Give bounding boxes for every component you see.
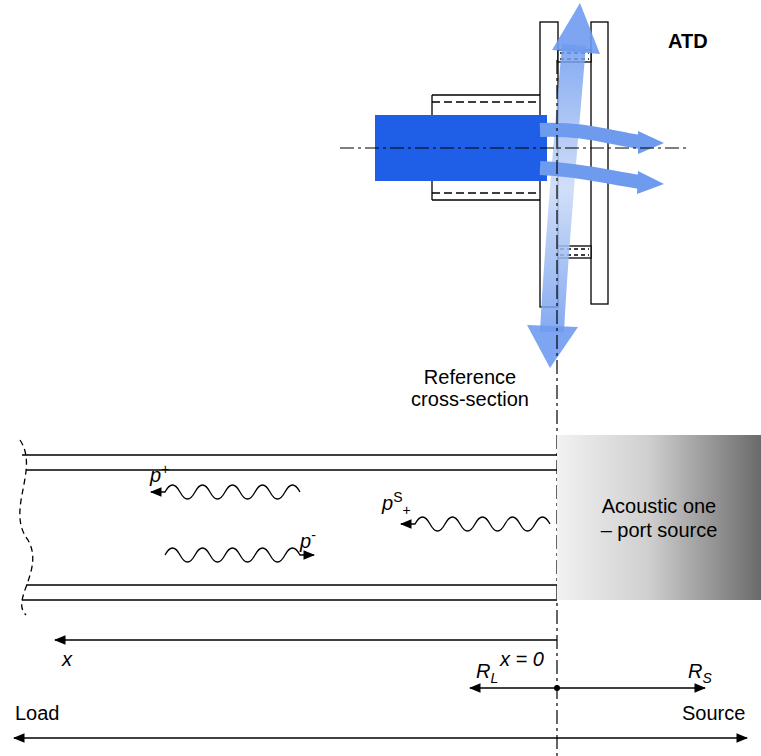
origin-label: x = 0 — [500, 648, 544, 670]
reflection-label: RL — [476, 660, 498, 686]
axis-arrows — [14, 640, 747, 738]
text-part: p — [382, 492, 393, 514]
box-text: Acoustic one – port source — [594, 494, 724, 542]
side-label: Source — [682, 702, 745, 724]
origin-dot — [554, 685, 560, 691]
source-box: Acoustic one – port source — [557, 435, 761, 600]
text-part: p — [300, 530, 311, 552]
text-part: L — [490, 670, 498, 686]
axis-label: x — [62, 648, 72, 670]
text-part: x — [62, 648, 72, 670]
text-part: x = 0 — [500, 648, 544, 670]
side-label: Load — [15, 702, 60, 724]
device-label: ATD — [668, 30, 708, 52]
flow-arrows — [375, 3, 664, 368]
duct — [20, 440, 557, 615]
text-part: R — [688, 660, 702, 682]
wave-label: pS+ — [382, 490, 411, 518]
text-part: + — [161, 461, 169, 477]
text-part: S — [702, 670, 711, 686]
wave-label: p- — [300, 528, 316, 552]
text-part: - — [311, 527, 316, 543]
center-line — [340, 148, 690, 149]
wave-label: p+ — [150, 462, 169, 486]
wave-arrows — [151, 485, 550, 562]
reflection-label: RS — [688, 660, 712, 686]
text-part: + — [402, 502, 410, 518]
reference-line — [556, 60, 557, 756]
text-part: S — [393, 489, 402, 505]
reference-label: Reference cross-section — [400, 366, 540, 410]
text-part: p — [150, 464, 161, 486]
text-part: R — [476, 660, 490, 682]
